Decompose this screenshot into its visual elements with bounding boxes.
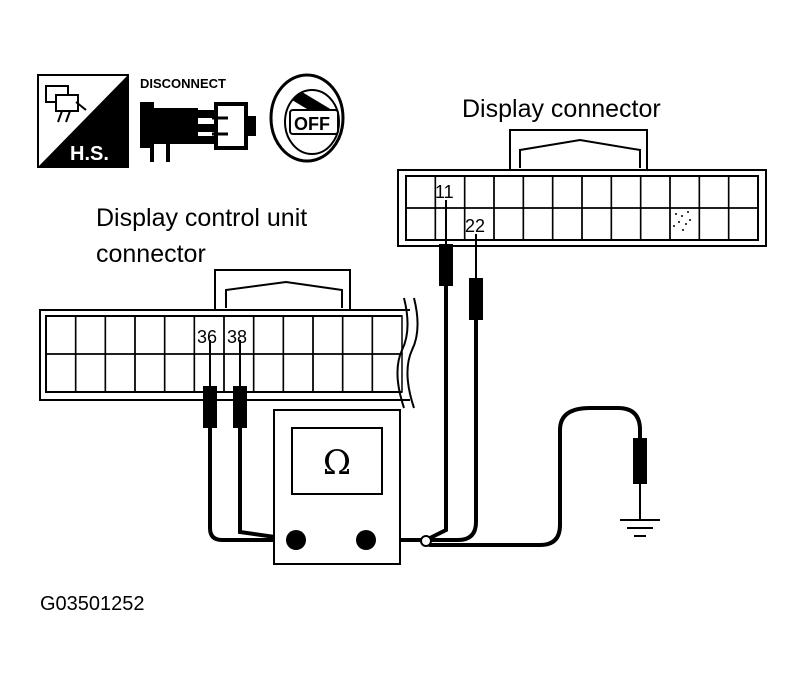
hs-badge-text: H.S. [70,143,109,165]
display-pin-22: 22 [465,216,485,236]
display-pin-11: 11 [435,182,454,202]
meter-terminal-right [356,530,376,550]
harness-side-icon: H.S. [37,74,129,168]
test-leads [208,284,642,547]
probe-pin-22 [469,234,483,320]
disconnect-label: DISCONNECT [140,76,226,91]
figure-code: G03501252 [40,593,145,615]
ignition-off-text: OFF [294,114,330,134]
dcu-pin-36: 36 [197,327,217,347]
ignition-off-icon: OFF [269,73,345,163]
probe-pin-36 [203,340,217,428]
meter-terminal-left [286,530,306,550]
connector-cell [727,207,759,241]
probe-pin-11 [439,200,453,286]
display-connector: 11 22 [397,129,767,247]
dcu-pin-38: 38 [227,327,247,347]
connector-cell [371,353,403,393]
ohm-symbol: Ω [323,443,351,483]
dcu-connector-label-line1: Display control unit [96,204,307,232]
probe-ground [633,438,647,520]
disconnect-icon: DISCONNECT [140,76,256,162]
probe-pin-38 [233,340,247,428]
display-connector-label: Display connector [462,95,661,123]
wire-junction [420,535,432,547]
ohmmeter: Ω [273,409,401,565]
dcu-connector: 36 38 [39,269,419,409]
ground-symbol [620,519,660,537]
dcu-connector-label-line2: connector [96,240,206,268]
